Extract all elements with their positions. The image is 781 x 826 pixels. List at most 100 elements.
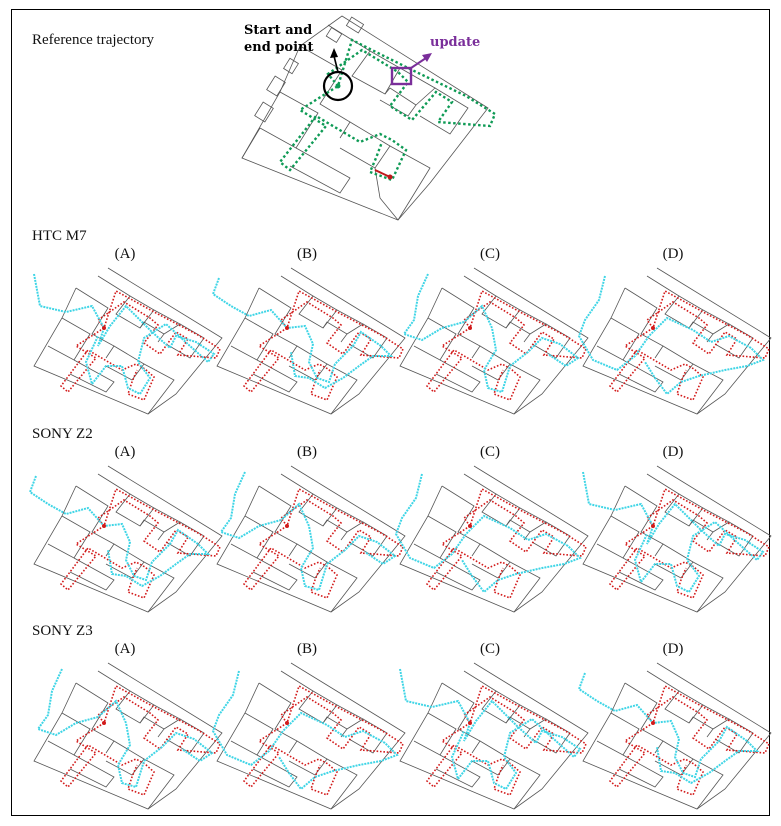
floor-plan-wall xyxy=(624,682,664,754)
floor-plan-wall xyxy=(252,754,298,788)
floor-plan-wall xyxy=(413,712,457,756)
floor-plan-wall xyxy=(678,690,704,724)
estimated-path xyxy=(211,670,399,791)
estimated-path xyxy=(577,275,765,396)
start-marker xyxy=(102,524,106,528)
trajectory-panel xyxy=(211,662,406,810)
floor-plan-wall xyxy=(75,287,115,359)
floor-plan-wall xyxy=(441,287,481,359)
start-label-line2: end point xyxy=(244,40,314,55)
trajectory-panel xyxy=(211,267,406,415)
floor-plan-wall xyxy=(280,670,348,738)
floor-plan-wall xyxy=(692,561,724,613)
reference-row: Reference trajectory xyxy=(11,9,770,223)
floor-plan-wall xyxy=(230,712,274,756)
floor-plan-wall xyxy=(280,275,348,343)
panel-label: (B) xyxy=(297,641,317,657)
floor-plan-wall xyxy=(326,758,358,810)
device-row-htc-m7: HTC M7 (A) (B) (C) (D) xyxy=(11,222,772,421)
floor-plan-wall xyxy=(654,740,694,776)
floor-plan-wall xyxy=(105,345,145,381)
floor-plan-wall xyxy=(75,682,115,754)
floor-plan-wall xyxy=(435,557,481,591)
floor-plan-wall xyxy=(252,359,298,393)
device-title: HTC M7 xyxy=(32,228,87,244)
floor-plan-wall xyxy=(441,485,481,557)
estimated-path xyxy=(582,471,765,594)
trajectory-panel xyxy=(216,465,406,613)
floor-plan-wall xyxy=(258,485,298,557)
floor-plan-wall xyxy=(413,515,457,559)
estimated-path xyxy=(36,668,214,789)
floor-plan-wall xyxy=(97,670,165,738)
floor-plan-wall xyxy=(435,359,481,393)
floor-plan-wall xyxy=(288,740,328,776)
panel-label: (B) xyxy=(297,444,317,460)
floor-plan-wall xyxy=(312,493,338,527)
trajectory-panel xyxy=(577,662,772,810)
estimated-path xyxy=(402,273,580,394)
start-end-label: Start and end point xyxy=(244,22,314,56)
floor-plan-wall xyxy=(326,561,358,613)
floor-plan-wall xyxy=(646,275,714,343)
floor-plan-wall xyxy=(509,561,541,613)
floor-plan-wall xyxy=(435,754,481,788)
device-row-sony-z2: SONY Z2 (A) (B) (C) (D) xyxy=(11,420,772,618)
reference-path xyxy=(278,38,497,182)
floor-plan-wall xyxy=(618,754,664,788)
figure: Reference trajectory xyxy=(11,9,772,817)
floor-plan-wall xyxy=(143,758,175,810)
floor-plan-wall xyxy=(692,363,724,415)
floor-plan-wall xyxy=(624,287,664,359)
floor-plan-wall xyxy=(471,740,511,776)
floor-plan-wall xyxy=(654,543,694,579)
floor-plan-wall xyxy=(596,712,640,756)
update-label: update xyxy=(430,35,481,50)
floor-plan-wall xyxy=(97,473,165,541)
floor-plan-wall xyxy=(495,295,521,329)
floor-plan-wall xyxy=(312,295,338,329)
floor-plan-wall xyxy=(69,557,115,591)
floor-plan-wall xyxy=(69,754,115,788)
estimated-path xyxy=(219,471,397,592)
trajectory-panel xyxy=(33,267,223,415)
trajectory-panel xyxy=(33,662,223,810)
floor-plan-wall xyxy=(509,363,541,415)
floor-plan-wall xyxy=(678,295,704,329)
trajectory-panel xyxy=(394,465,589,613)
floor-plan-wall xyxy=(105,740,145,776)
panel-label: (C) xyxy=(480,641,500,657)
floor-plan-wall xyxy=(143,561,175,613)
panel-label: (A) xyxy=(114,246,136,262)
floor-plan-wall xyxy=(258,287,298,359)
device-title: SONY Z3 xyxy=(32,623,93,639)
estimated-path xyxy=(394,473,582,594)
floor-plan-wall xyxy=(413,317,457,361)
panel-label: (A) xyxy=(114,444,136,460)
floor-plan-wall xyxy=(288,543,328,579)
floor-plan-wall xyxy=(230,515,274,559)
floor-plan-wall xyxy=(143,363,175,415)
device-title: SONY Z2 xyxy=(32,426,93,442)
start-marker xyxy=(468,721,472,725)
floor-plan-wall xyxy=(646,670,714,738)
floor-plan-wall xyxy=(596,317,640,361)
floor-plan-wall xyxy=(47,712,91,756)
floor-plan-wall xyxy=(471,345,511,381)
trajectory-panel xyxy=(577,267,772,415)
reference-title: Reference trajectory xyxy=(32,32,154,48)
floor-plan-wall xyxy=(692,758,724,810)
start-marker xyxy=(468,326,472,330)
floor-plan-wall xyxy=(463,473,531,541)
start-marker xyxy=(651,326,655,330)
trajectory-panel xyxy=(399,662,589,810)
floor-plan-wall xyxy=(75,485,115,557)
floor-plan-wall xyxy=(654,345,694,381)
trajectory-panel xyxy=(28,465,223,613)
start-marker xyxy=(102,721,106,725)
floor-plan-wall xyxy=(105,543,145,579)
panel-label: (C) xyxy=(480,444,500,460)
floor-plan-wall xyxy=(280,473,348,541)
estimated-path xyxy=(399,668,582,791)
floor-plan-wall xyxy=(495,493,521,527)
